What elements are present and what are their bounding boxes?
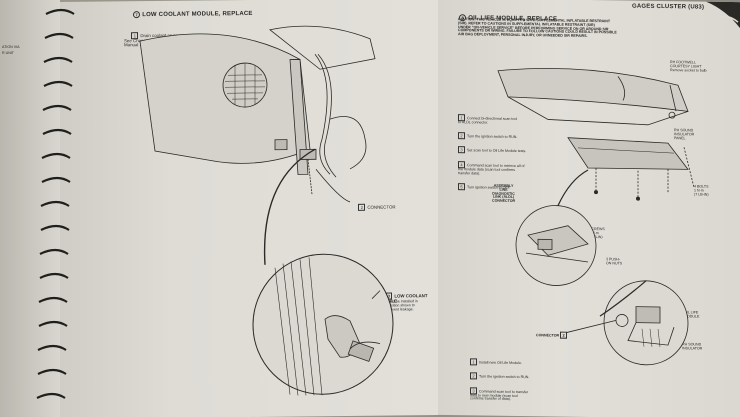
binding-coils [36, 8, 75, 399]
low-coolant-illustration [139, 25, 394, 396]
previous-page-fragment-2: R UNIT [2, 51, 14, 55]
previous-page-edge: ATION VIA R UNIT [0, 0, 60, 417]
previous-page-fragment-1: ATION VIA [2, 45, 20, 49]
oil-life-illustration [497, 1, 740, 366]
